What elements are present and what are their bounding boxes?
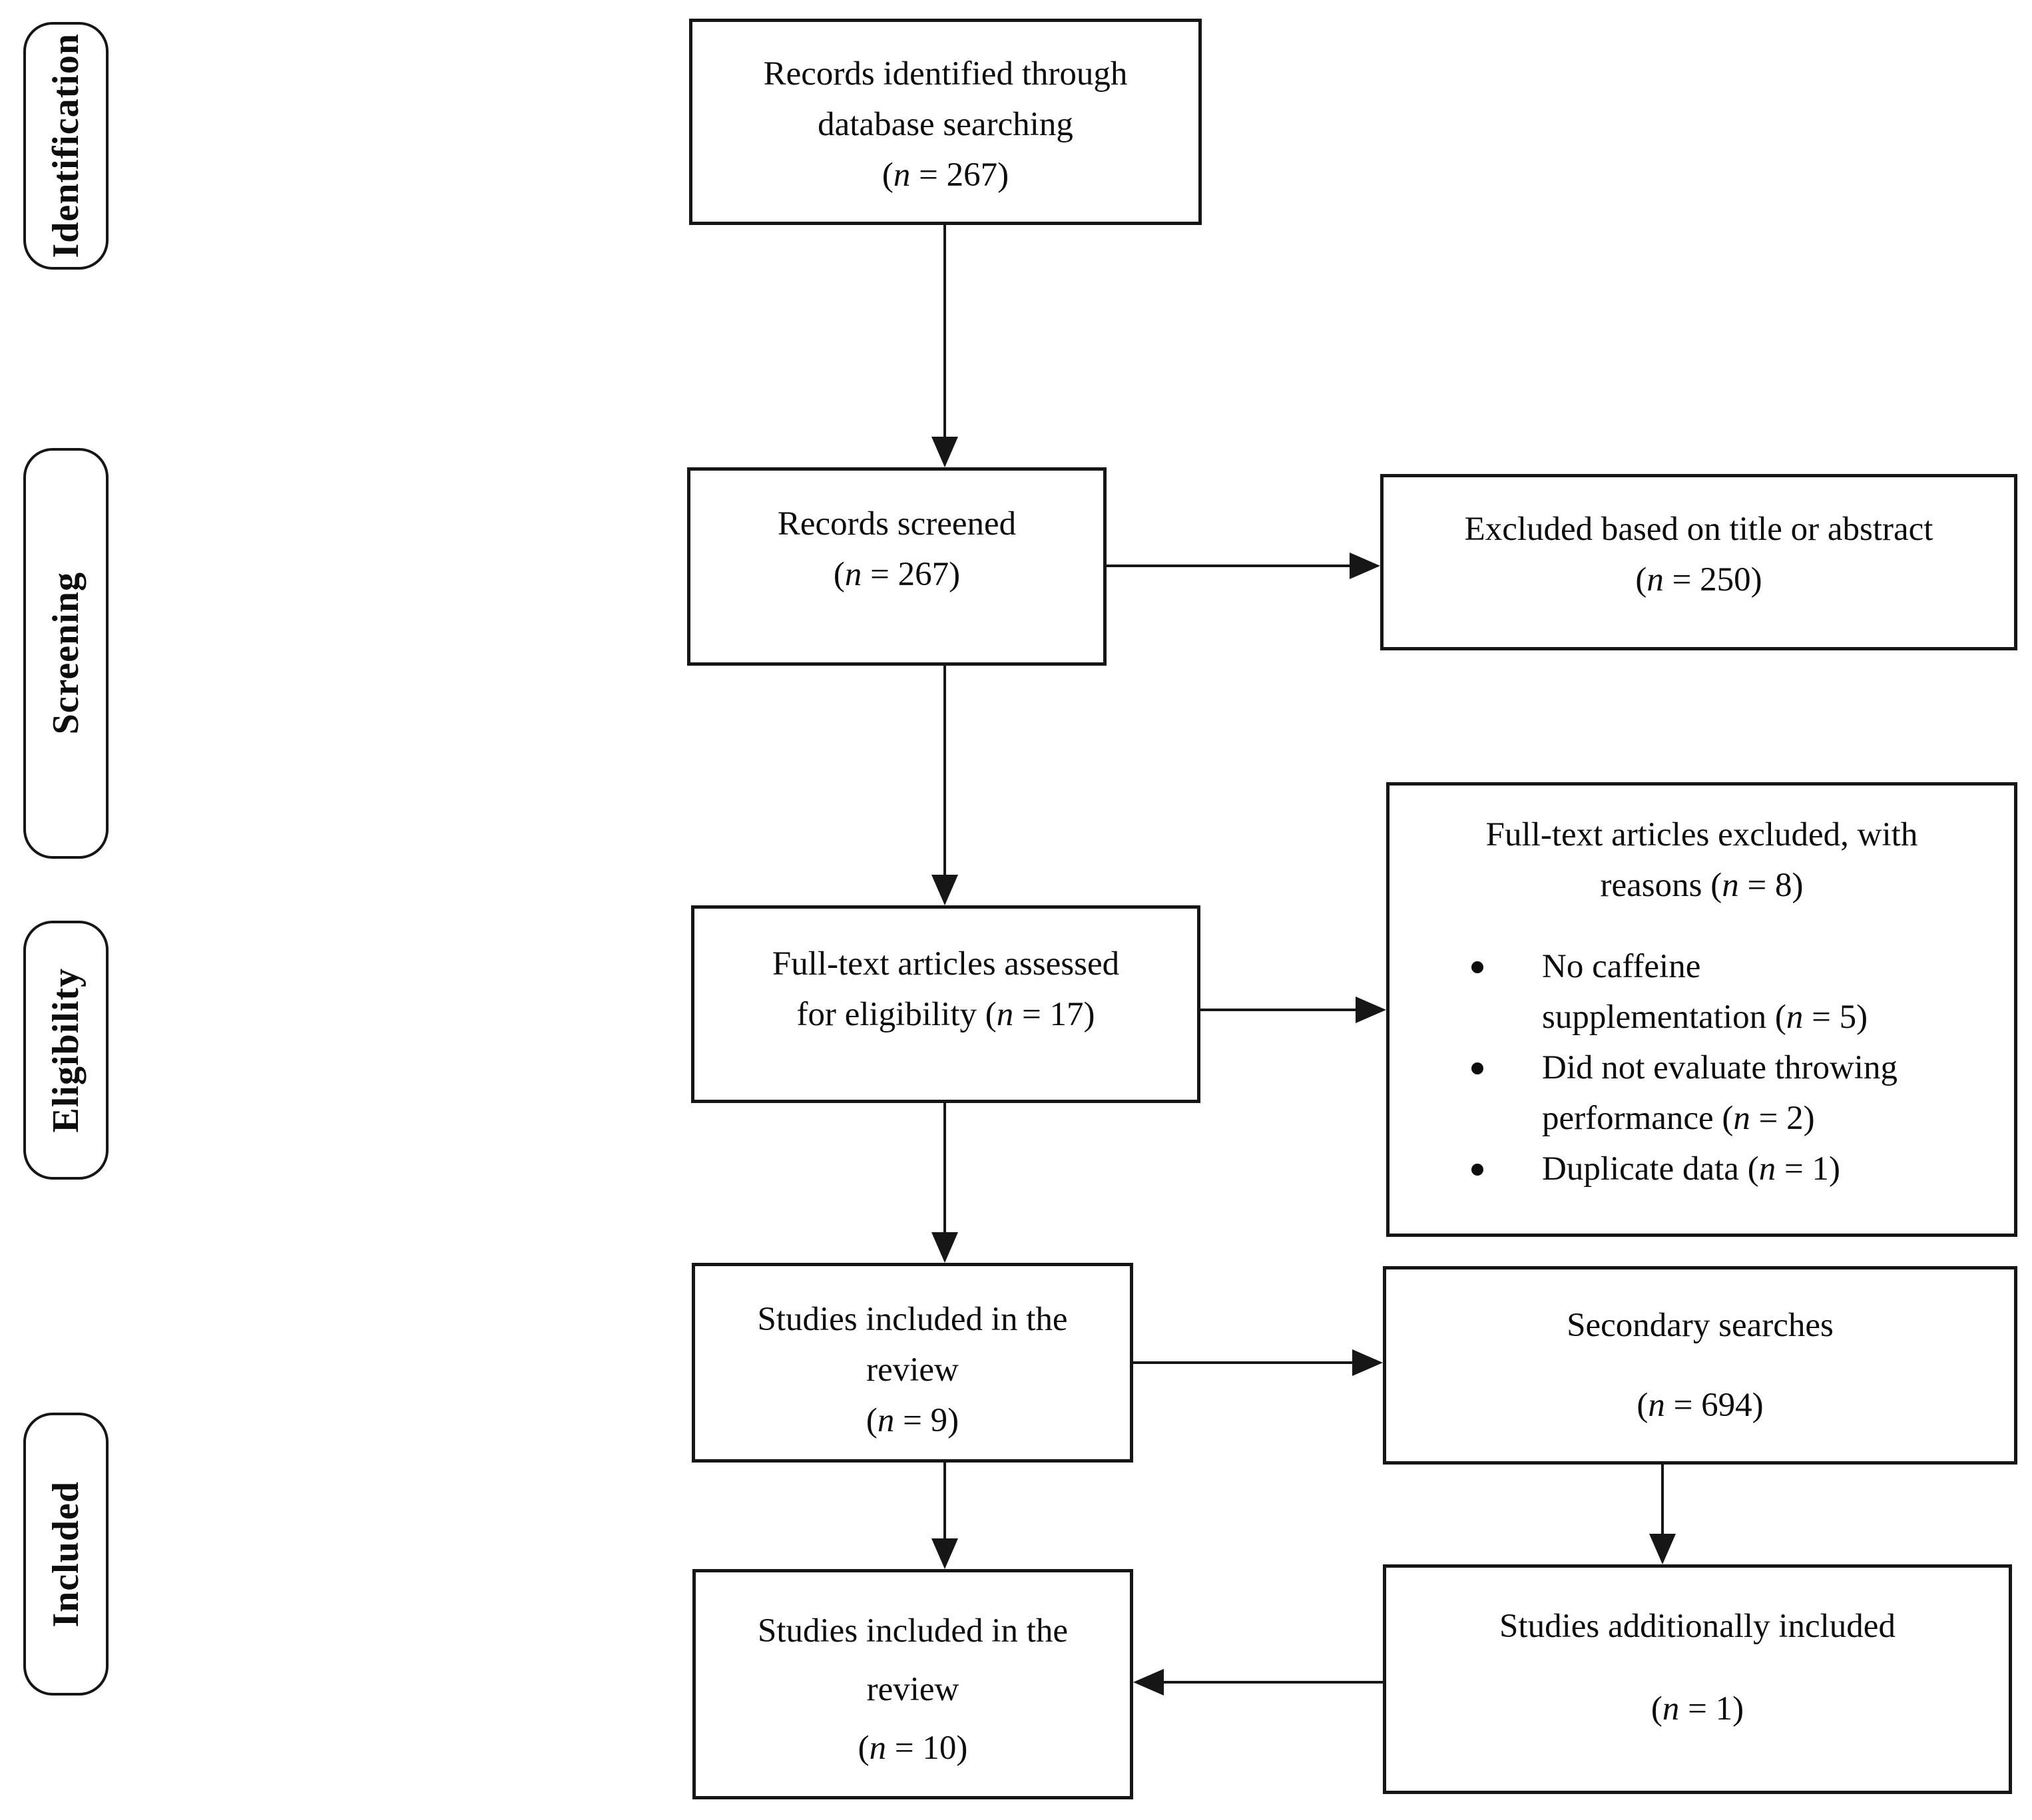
arrow-additional-to-included10-head [1133, 1669, 1164, 1696]
fulltext-excluded-reason-list: No caffeine supplementation (n = 5) Did … [1471, 941, 1921, 1194]
studies-additionally-included-count: (n = 1) [1651, 1690, 1744, 1727]
reason-duplicate-data: Duplicate data (n = 1) [1542, 1150, 1840, 1188]
records-identified-count: (n = 267) [882, 156, 1009, 194]
box-studies-included-10: Studies included in the review (n = 10) [692, 1569, 1133, 1799]
bullet-icon [1471, 1062, 1483, 1074]
arrow-screened-to-assessed-line [943, 666, 946, 876]
arrow-screened-to-assessed-head [931, 875, 958, 905]
arrow-included9-to-included10-line [943, 1463, 946, 1540]
studies-included-10-line2: review [866, 1671, 959, 1708]
stage-screening-label: Screening [45, 572, 87, 735]
box-studies-included-9: Studies included in the review (n = 9) [692, 1263, 1133, 1463]
arrow-additional-to-included10-line [1162, 1681, 1383, 1684]
arrow-secondary-to-additional-head [1649, 1534, 1676, 1564]
secondary-searches-count: (n = 694) [1637, 1387, 1764, 1424]
stage-included-label: Included [45, 1480, 87, 1628]
box-excluded-title-abstract: Excluded based on title or abstract (n =… [1380, 474, 2017, 650]
records-identified-line2: database searching [818, 106, 1073, 143]
box-secondary-searches: Secondary searches (n = 694) [1383, 1266, 2017, 1465]
arrow-assessed-to-excluded-line [1200, 1009, 1357, 1011]
arrow-included9-to-secondary-head [1352, 1349, 1383, 1376]
records-screened-count: (n = 267) [833, 556, 961, 593]
arrow-assessed-to-included9-line [943, 1103, 946, 1235]
reason-no-throwing: Did not evaluate throwing performance (n… [1542, 1049, 1898, 1137]
fulltext-excluded-title-line1: Full-text articles excluded, with [1485, 816, 1918, 853]
secondary-searches-line1: Secondary searches [1567, 1307, 1834, 1344]
stage-included: Included [23, 1413, 109, 1696]
arrow-identified-to-screened-line [943, 225, 946, 439]
arrow-identified-to-screened-head [931, 437, 958, 467]
studies-included-10-line1: Studies included in the [757, 1612, 1069, 1650]
box-fulltext-excluded: Full-text articles excluded, with reason… [1386, 782, 2017, 1237]
studies-included-9-line1: Studies included in the [757, 1301, 1068, 1338]
box-studies-additionally-included: Studies additionally included (n = 1) [1383, 1564, 2012, 1794]
arrow-screened-to-excluded-line [1107, 565, 1352, 567]
records-identified-line1: Records identified through [763, 55, 1128, 93]
box-records-identified: Records identified through database sear… [689, 19, 1202, 225]
fulltext-excluded-title-line2: reasons (n = 8) [1600, 867, 1804, 904]
excluded-title-abstract-line1: Excluded based on title or abstract [1464, 511, 1933, 548]
arrow-included9-to-secondary-line [1133, 1361, 1353, 1364]
studies-included-10-count: (n = 10) [858, 1729, 968, 1767]
records-screened-line1: Records screened [777, 505, 1017, 543]
arrow-assessed-to-excluded-head [1356, 997, 1386, 1023]
bullet-icon [1471, 1164, 1483, 1176]
stage-eligibility: Eligibility [23, 921, 109, 1180]
arrow-assessed-to-included9-head [931, 1232, 958, 1263]
arrow-included9-to-included10-head [931, 1538, 958, 1569]
studies-included-9-count: (n = 9) [866, 1402, 959, 1439]
stage-identification: Identification [23, 22, 109, 270]
fulltext-assessed-line1: Full-text articles assessed [772, 945, 1120, 983]
reason-item: Duplicate data (n = 1) [1471, 1144, 1921, 1194]
reason-item: Did not evaluate throwing performance (n… [1471, 1042, 1921, 1144]
box-fulltext-assessed: Full-text articles assessed for eligibil… [691, 905, 1200, 1103]
reason-item: No caffeine supplementation (n = 5) [1471, 941, 1921, 1042]
box-records-screened: Records screened (n = 267) [687, 467, 1107, 666]
bullet-icon [1471, 961, 1483, 973]
excluded-title-abstract-count: (n = 250) [1635, 561, 1762, 598]
studies-additionally-included-line1: Studies additionally included [1499, 1608, 1896, 1645]
arrow-screened-to-excluded-head [1350, 553, 1380, 579]
fulltext-assessed-line2: for eligibility (n = 17) [796, 996, 1095, 1033]
studies-included-9-line2: review [866, 1351, 959, 1389]
stage-screening: Screening [23, 448, 109, 859]
stage-eligibility-label: Eligibility [45, 967, 87, 1133]
reason-no-caffeine: No caffeine supplementation (n = 5) [1542, 948, 1868, 1036]
arrow-secondary-to-additional-line [1661, 1465, 1664, 1535]
stage-identification-label: Identification [45, 33, 87, 258]
